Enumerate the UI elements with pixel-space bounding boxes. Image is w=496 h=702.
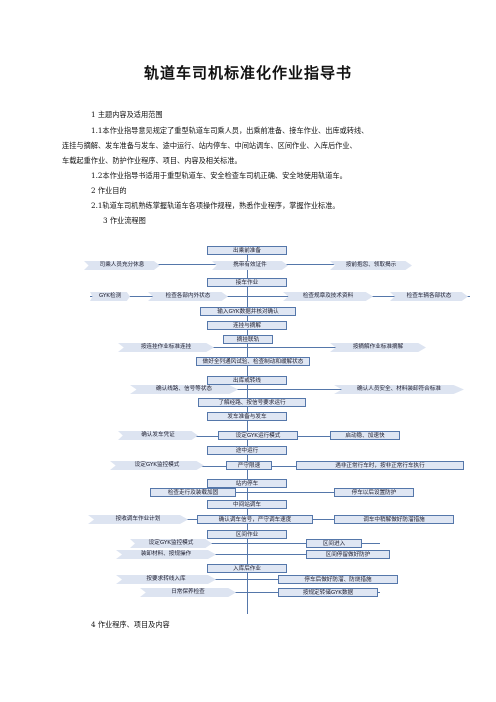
flow-step-route: 了解经路、按信号要求运行 — [198, 398, 306, 407]
flow-sub-load-material: 装卸材料、按规操作 — [116, 550, 216, 559]
flow-step-after-depot: 入库后作业 — [207, 564, 287, 573]
flow-sub-gyk-monitor: 设定GYK监控模式 — [110, 461, 204, 470]
flow-sub-vehicle: 检查车辆各部状态 — [390, 292, 468, 301]
flow-sub-gyk-monitor-2: 设定GYK监控模式 — [130, 539, 212, 548]
flow-sub-anti-slip: 调车中稍解做好防溜措施 — [334, 515, 454, 524]
flow-step-depart-line: 出库或转线 — [207, 376, 287, 385]
flow-step-brake-test: 做好全列通风试验、检查制动和缓解状态 — [196, 357, 310, 366]
flow-sub-staff-safety: 确认人员安全、材料装卸符合标准 — [334, 385, 464, 394]
flow-sub-section-protect: 区间停留做好防护 — [306, 550, 390, 559]
flow-step-section-work: 区间作业 — [207, 530, 287, 539]
paragraph-8: 3 作业流程图 — [103, 216, 146, 225]
flow-sub-start-accel: 启动稳、加速快 — [330, 431, 400, 440]
paragraph-1: 1 主题内容及适用范围 — [91, 110, 163, 119]
flow-sub-section-enter: 区间进入 — [306, 539, 362, 548]
flow-sub-abnormal: 遇非正常行车时，按非正常行车执行 — [296, 461, 464, 470]
flow-sub-shunt-plan: 按收调车作业计划 — [88, 515, 188, 524]
paragraph-7: 2.1轨道车司机熟练掌握轨道车各项操作规程，熟悉作业程序，掌握作业标准。 — [91, 201, 340, 210]
flow-step-gyk-input: 输入GYK数据并核对确认 — [200, 307, 296, 316]
flow-sub-shunt-signal: 确认调车信号，严守调车速度 — [197, 515, 313, 524]
flow-step-shunting: 中间站调车 — [207, 500, 287, 509]
flow-sub-line-signal: 确认线路、信号等状态 — [130, 385, 238, 394]
flow-sub-depart-cert: 确认发车凭证 — [118, 431, 198, 440]
flow-step-depart: 发车准备与发车 — [207, 412, 287, 421]
flow-sub-load-check: 检查走行及装载加固 — [150, 488, 236, 497]
flow-sub-gyk-check: GYK检测 — [90, 292, 130, 301]
flow-sub-gyk-mode: 设定GYK运行模式 — [218, 431, 298, 440]
flow-step-couple: 连挂与摘解 — [207, 321, 287, 330]
page-title: 轨道车司机标准化作业指导书 — [143, 64, 352, 82]
flow-step-link: 摘挂联轨 — [223, 335, 273, 344]
flow-sub-rest: 司乘人员充分休息 — [84, 261, 160, 270]
flow-step-prep: 出乘前准备 — [207, 246, 287, 255]
flow-sub-enter-depot: 按要求转线入库 — [116, 575, 216, 584]
paragraph-3: 连挂与摘解、发车准备与发车、途中运行、站内停车、中间站调车、区间作业、入库后作业… — [62, 141, 357, 150]
flow-sub-inner-outer: 检查各部内外状态 — [148, 292, 228, 301]
flow-step-running: 途中运行 — [207, 446, 287, 455]
flow-sub-uncouple-std: 按摘解作业标准摘解 — [330, 343, 426, 352]
flow-sub-speed-limit: 严守限速 — [226, 461, 272, 470]
flow-sub-cert: 携带有效证件 — [212, 261, 288, 270]
flow-chart: 出乘前准备 司乘人员充分休息 携带有效证件 按前抱怨、领取揭示 接车作业 GYK… — [0, 240, 496, 620]
flow-sub-rules: 检查规章及技术资料 — [283, 292, 373, 301]
paragraph-6: 2 作业目的 — [91, 186, 127, 195]
flow-sub-couple-std: 按连挂作业标准连挂 — [118, 343, 214, 352]
flow-sub-notice: 按前抱怨、领取揭示 — [330, 261, 412, 270]
section-heading: 4 作业程序、项目及内容 — [91, 620, 170, 629]
flow-sub-maintenance: 日常保养检查 — [140, 588, 236, 597]
flow-sub-gyk-transfer: 按规定转储GYK数据 — [278, 588, 378, 597]
flow-step-station-stop: 站内停车 — [207, 479, 287, 488]
flow-sub-anti-burn: 停车后做好防溜、防烧措施 — [278, 575, 398, 584]
paragraph-4: 车载起重作业、防护作业程序、项目、内容及相关标准。 — [62, 156, 242, 165]
paragraph-5: 1.2本作业指导书适用于重型轨道车、安全检查车司机正确、安全地使用轨道车。 — [91, 171, 347, 180]
paragraph-2: 1.1本作业指导意见规定了重型轨道车司乘人员，出乘前准备、接车作业、出库或转线、 — [91, 126, 369, 135]
flow-step-receive: 接车作业 — [207, 278, 287, 287]
flow-sub-stop-protect: 停车以后设置防护 — [334, 488, 414, 497]
